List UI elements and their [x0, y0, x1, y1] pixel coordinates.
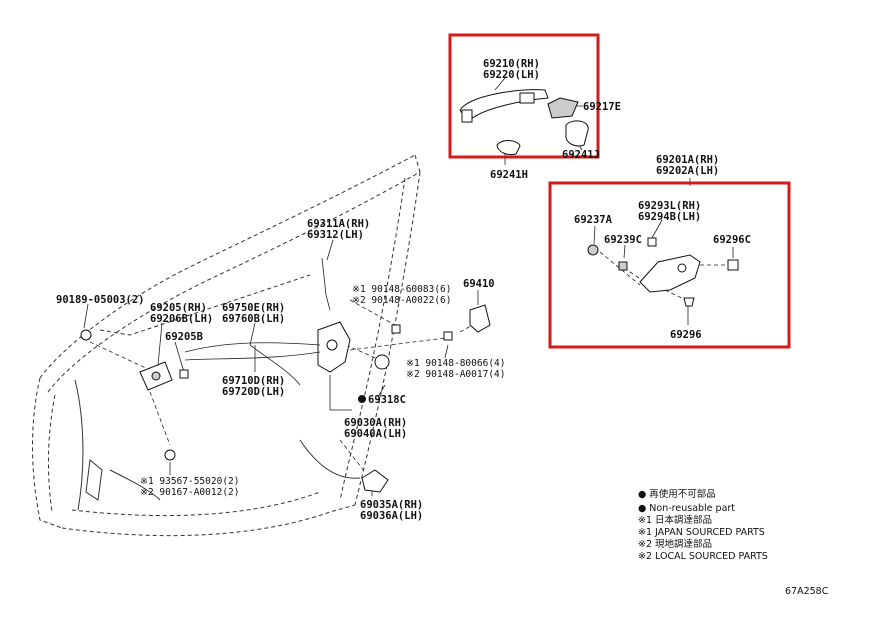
label-69035a[interactable]: 69035A(RH) — [360, 499, 423, 511]
label-69217e[interactable]: 69217E — [583, 101, 621, 113]
handle-pad-front[interactable] — [496, 140, 521, 156]
lock-cable[interactable] — [184, 342, 321, 353]
label-69205b[interactable]: 69205B — [165, 331, 203, 343]
handle-pad-rear[interactable] — [565, 120, 589, 147]
highlight-outside-handle-group — [448, 33, 600, 159]
label-90148-80066[interactable]: ※1 90148-80066(4) — [406, 358, 505, 369]
legend-line-5: ※2 現地調達部品 — [638, 538, 712, 550]
frame-screw[interactable] — [727, 259, 739, 271]
label-69294b[interactable]: 69294B(LH) — [638, 211, 701, 223]
part-labels: 69210(RH) 69220(LH) 69217E 69241J 69241H… — [56, 58, 751, 522]
handle-cap[interactable] — [547, 97, 579, 119]
door-clip[interactable] — [80, 329, 92, 341]
label-69293l[interactable]: 69293L(RH) — [638, 200, 701, 212]
legend-line-2: ● Non-reusable part — [638, 503, 735, 514]
label-69040a[interactable]: 69040A(LH) — [344, 428, 407, 440]
handle-screw[interactable] — [164, 449, 176, 461]
frame-seal[interactable] — [647, 237, 657, 247]
label-69318c[interactable]: 69318C — [368, 394, 406, 406]
label-69312[interactable]: 69312(LH) — [307, 229, 364, 241]
lock-remote-cable[interactable] — [184, 351, 321, 361]
label-69030a[interactable]: 69030A(RH) — [344, 417, 407, 429]
inside-handle-bezel[interactable] — [179, 369, 189, 379]
label-69220[interactable]: 69220(LH) — [483, 69, 540, 81]
label-69311a[interactable]: 69311A(RH) — [307, 218, 370, 230]
legend-line-6: ※2 LOCAL SOURCED PARTS — [638, 551, 768, 562]
outside-handle[interactable] — [459, 89, 549, 123]
label-69241h[interactable]: 69241H — [490, 169, 528, 181]
label-69760b[interactable]: 69760B(LH) — [222, 313, 285, 325]
striker-screw[interactable] — [443, 331, 453, 341]
label-69036a[interactable]: 69036A(LH) — [360, 510, 423, 522]
handle-frame[interactable] — [639, 254, 701, 293]
label-69210[interactable]: 69210(RH) — [483, 58, 540, 70]
frame-bolt[interactable] — [683, 297, 695, 307]
label-69720d[interactable]: 69720D(LH) — [222, 386, 285, 398]
label-69296[interactable]: 69296 — [670, 329, 702, 341]
label-90148-60083[interactable]: ※1 90148-60083(6) — [352, 284, 451, 295]
legend-line-4: ※1 JAPAN SOURCED PARTS — [638, 527, 765, 538]
label-93567-55020[interactable]: ※1 93567-55020(2) — [140, 476, 239, 487]
legend-line-1: ● 再使用不可部品 — [638, 488, 716, 500]
lock-rod[interactable] — [321, 257, 331, 311]
label-69201a[interactable]: 69201A(RH) — [656, 154, 719, 166]
label-90148-a0022[interactable]: ※2 90148-A0022(6) — [352, 295, 451, 306]
label-90189-05003[interactable]: 90189-05003(2) — [56, 294, 145, 306]
lock-cover[interactable] — [361, 469, 389, 493]
label-69206b[interactable]: 69206B(LH) — [150, 313, 213, 325]
label-90167-a0012[interactable]: ※2 90167-A0012(2) — [140, 487, 239, 498]
label-69237a[interactable]: 69237A — [574, 214, 613, 226]
highlight-handle-frame-group — [548, 181, 791, 349]
door-striker[interactable] — [469, 304, 491, 333]
figure-code: 67A258C — [785, 586, 829, 597]
label-69296c[interactable]: 69296C — [713, 234, 751, 246]
label-69241j[interactable]: 69241J — [562, 149, 600, 161]
parts — [80, 89, 739, 493]
legend: ● 再使用不可部品 ● Non-reusable part ※1 日本調達部品 … — [638, 488, 768, 562]
label-69202a[interactable]: 69202A(LH) — [656, 165, 719, 177]
label-69750e[interactable]: 69750E(RH) — [222, 302, 285, 314]
label-90148-a0017[interactable]: ※2 90148-A0017(4) — [406, 369, 505, 380]
lock-screw[interactable] — [391, 324, 401, 334]
legend-line-3: ※1 日本調達部品 — [638, 514, 712, 526]
frame-grommet[interactable] — [587, 244, 599, 256]
label-69239c[interactable]: 69239C — [604, 234, 642, 246]
label-69410[interactable]: 69410 — [463, 278, 495, 290]
label-69710d[interactable]: 69710D(RH) — [222, 375, 285, 387]
non-reusable-marker — [358, 395, 366, 403]
lock-grommet[interactable] — [374, 354, 390, 370]
frame-pad[interactable] — [618, 261, 628, 271]
label-69205[interactable]: 69205(RH) — [150, 302, 207, 314]
